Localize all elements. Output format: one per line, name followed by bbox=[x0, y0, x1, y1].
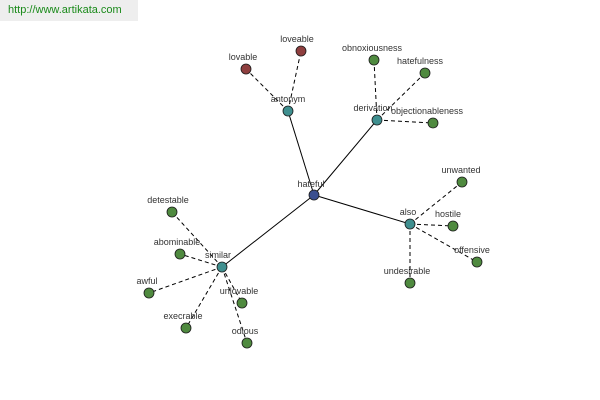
node-also[interactable] bbox=[404, 218, 416, 230]
node-similar[interactable] bbox=[216, 261, 228, 273]
edge-similar-execrable bbox=[185, 266, 223, 329]
node-label-hateful: hateful bbox=[297, 179, 324, 189]
node-unlovable[interactable] bbox=[236, 297, 248, 309]
node-odious[interactable] bbox=[241, 337, 253, 349]
node-label-lovable: lovable bbox=[229, 52, 258, 62]
node-label-execrable: execrable bbox=[163, 311, 202, 321]
node-label-abominable: abominable bbox=[154, 237, 201, 247]
edge-similar-odious bbox=[221, 266, 248, 344]
node-label-odious: odious bbox=[232, 326, 259, 336]
node-awful[interactable] bbox=[143, 287, 155, 299]
node-label-offensive: offensive bbox=[454, 245, 490, 255]
node-label-also: also bbox=[400, 207, 417, 217]
node-label-antonym: antonym bbox=[271, 94, 306, 104]
node-offensive[interactable] bbox=[471, 256, 483, 268]
edge-similar-detestable bbox=[171, 211, 223, 268]
node-obnoxiousness[interactable] bbox=[368, 54, 380, 66]
node-label-unwanted: unwanted bbox=[441, 165, 480, 175]
node-hatefulness[interactable] bbox=[419, 67, 431, 79]
edge-also-offensive bbox=[409, 223, 478, 263]
node-label-undesirable: undesirable bbox=[384, 266, 431, 276]
node-label-hostile: hostile bbox=[435, 209, 461, 219]
node-abominable[interactable] bbox=[174, 248, 186, 260]
graph-labels: hateful antonym derivation also similar lovab… bbox=[136, 34, 489, 336]
node-hostile[interactable] bbox=[447, 220, 459, 232]
node-objectionableness[interactable] bbox=[427, 117, 439, 129]
node-detestable[interactable] bbox=[166, 206, 178, 218]
node-label-unlovable: unlovable bbox=[220, 286, 259, 296]
node-label-loveable: loveable bbox=[280, 34, 314, 44]
graph-edges bbox=[148, 50, 478, 344]
edge-derivation-obnoxiousness bbox=[373, 59, 378, 121]
edge-derivation-objectionableness bbox=[376, 119, 434, 124]
node-label-similar: similar bbox=[205, 250, 231, 260]
node-derivation[interactable] bbox=[371, 114, 383, 126]
node-hateful[interactable] bbox=[308, 189, 320, 201]
node-undesirable[interactable] bbox=[404, 277, 416, 289]
node-loveable[interactable] bbox=[295, 45, 307, 57]
node-execrable[interactable] bbox=[180, 322, 192, 334]
node-unwanted[interactable] bbox=[456, 176, 468, 188]
node-label-obnoxiousness: obnoxiousness bbox=[342, 43, 403, 53]
node-label-hatefulness: hatefulness bbox=[397, 56, 444, 66]
node-label-objectionableness: objectionableness bbox=[391, 106, 464, 116]
node-lovable[interactable] bbox=[240, 63, 252, 75]
edge-hateful-also bbox=[313, 194, 411, 225]
edge-similar-awful bbox=[148, 266, 223, 294]
node-label-detestable: detestable bbox=[147, 195, 189, 205]
node-antonym[interactable] bbox=[282, 105, 294, 117]
node-label-derivation: derivation bbox=[353, 103, 392, 113]
edge-hateful-antonym bbox=[287, 110, 315, 196]
edge-also-hostile bbox=[409, 223, 454, 227]
edge-hateful-derivation bbox=[313, 119, 378, 196]
edge-antonym-lovable bbox=[245, 68, 289, 112]
edge-antonym-loveable bbox=[287, 50, 302, 112]
edge-similar-abominable bbox=[179, 253, 223, 268]
watermark-url[interactable]: http://www.artikata.com bbox=[0, 0, 138, 21]
graph-nodes bbox=[143, 45, 483, 349]
edge-hateful-similar bbox=[221, 194, 315, 268]
node-label-awful: awful bbox=[136, 276, 157, 286]
edge-similar-unlovable bbox=[221, 266, 243, 304]
